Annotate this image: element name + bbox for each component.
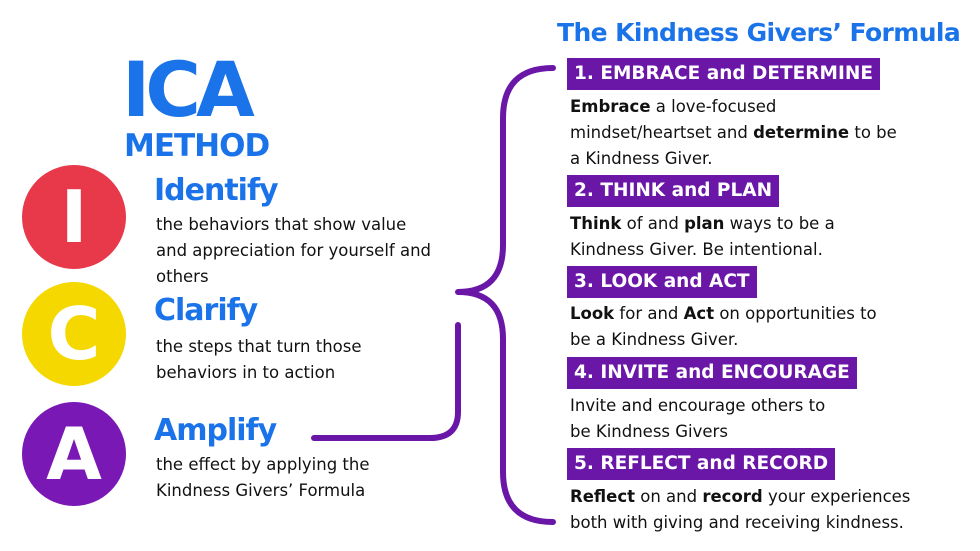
- identify-line: and appreciation for yourself and: [156, 241, 431, 260]
- formula-step-body: Think of and plan ways to be a Kindness G…: [570, 211, 835, 263]
- formula-step-line: be Kindness Givers: [570, 419, 825, 445]
- identify-letter: I: [60, 175, 88, 259]
- formula-step-heading: 5. REFLECT and RECORD: [567, 448, 836, 480]
- formula-step-line: both with giving and receiving kindness.: [570, 510, 910, 536]
- formula-step-body: Look for and Act on opportunities to be a…: [570, 301, 877, 353]
- formula-step-line: Embrace a love-focused: [570, 94, 897, 120]
- text-segment: of and: [621, 214, 685, 233]
- clarify-description: the steps that turn those behaviors in t…: [156, 334, 362, 386]
- text-segment: mindset/heartset and: [570, 123, 754, 142]
- method-subtitle: METHOD: [124, 128, 270, 164]
- identify-description: the behaviors that show value and apprec…: [156, 212, 431, 290]
- text-segment: on opportunities to: [714, 304, 877, 323]
- formula-step-heading: 3. LOOK and ACT: [567, 266, 757, 298]
- identify-letter-circle: I: [22, 165, 126, 269]
- formula-step-body: Invite and encourage others to be Kindnes…: [570, 393, 825, 445]
- bold-keyword: determine: [753, 123, 850, 142]
- amplify-heading: Amplify: [154, 413, 277, 448]
- text-segment: be a Kindness Giver.: [570, 330, 739, 349]
- amplify-line: the effect by applying the: [156, 455, 370, 474]
- amplify-description: the effect by applying the Kindness Give…: [156, 452, 370, 504]
- formula-step-line: Look for and Act on opportunities to: [570, 301, 877, 327]
- bold-keyword: Think: [570, 214, 622, 233]
- text-segment: Invite and encourage others to: [570, 396, 826, 415]
- formula-step-line: a Kindness Giver.: [570, 146, 897, 172]
- text-segment: for and: [614, 304, 684, 323]
- identify-heading: Identify: [154, 173, 279, 208]
- clarify-letter: C: [47, 292, 101, 376]
- text-segment: on and: [635, 487, 703, 506]
- text-segment: both with giving and receiving kindness.: [570, 513, 904, 532]
- identify-line: the behaviors that show value: [156, 215, 407, 234]
- clarify-letter-circle: C: [22, 282, 126, 386]
- clarify-line: behaviors in to action: [156, 363, 336, 382]
- formula-step-line: be a Kindness Giver.: [570, 327, 877, 353]
- text-segment: Kindness Giver. Be intentional.: [570, 240, 823, 259]
- formula-step-heading: 1. EMBRACE and DETERMINE: [567, 58, 880, 90]
- bold-keyword: record: [702, 487, 763, 506]
- identify-line: others: [156, 267, 209, 286]
- formula-title: The Kindness Givers’ Formula: [557, 18, 961, 47]
- text-segment: be Kindness Givers: [570, 422, 728, 441]
- formula-step-line: mindset/heartset and determine to be: [570, 120, 897, 146]
- bold-keyword: Embrace: [570, 97, 651, 116]
- curly-brace: [455, 65, 556, 525]
- bold-keyword: Act: [683, 304, 715, 323]
- amplify-connector-line: [311, 322, 461, 441]
- formula-step-line: Invite and encourage others to: [570, 393, 825, 419]
- formula-step-line: Reflect on and record your experiences: [570, 484, 910, 510]
- formula-step-heading: 4. INVITE and ENCOURAGE: [567, 357, 857, 389]
- amplify-letter-circle: A: [22, 402, 126, 506]
- text-segment: a Kindness Giver.: [570, 149, 713, 168]
- formula-step-body: Reflect on and record your experiences bo…: [570, 484, 910, 536]
- ica-title: ICA: [122, 45, 255, 134]
- amplify-letter: A: [46, 412, 102, 496]
- text-segment: to be: [849, 123, 897, 142]
- text-segment: your experiences: [762, 487, 911, 506]
- bold-keyword: Reflect: [570, 487, 635, 506]
- bold-keyword: Look: [570, 304, 615, 323]
- amplify-line: Kindness Givers’ Formula: [156, 481, 366, 500]
- formula-step-heading: 2. THINK and PLAN: [567, 175, 780, 207]
- formula-step-line: Kindness Giver. Be intentional.: [570, 237, 835, 263]
- bold-keyword: plan: [684, 214, 725, 233]
- text-segment: a love-focused: [650, 97, 777, 116]
- text-segment: ways to be a: [724, 214, 835, 233]
- clarify-line: the steps that turn those: [156, 337, 362, 356]
- clarify-heading: Clarify: [154, 293, 258, 328]
- formula-step-line: Think of and plan ways to be a: [570, 211, 835, 237]
